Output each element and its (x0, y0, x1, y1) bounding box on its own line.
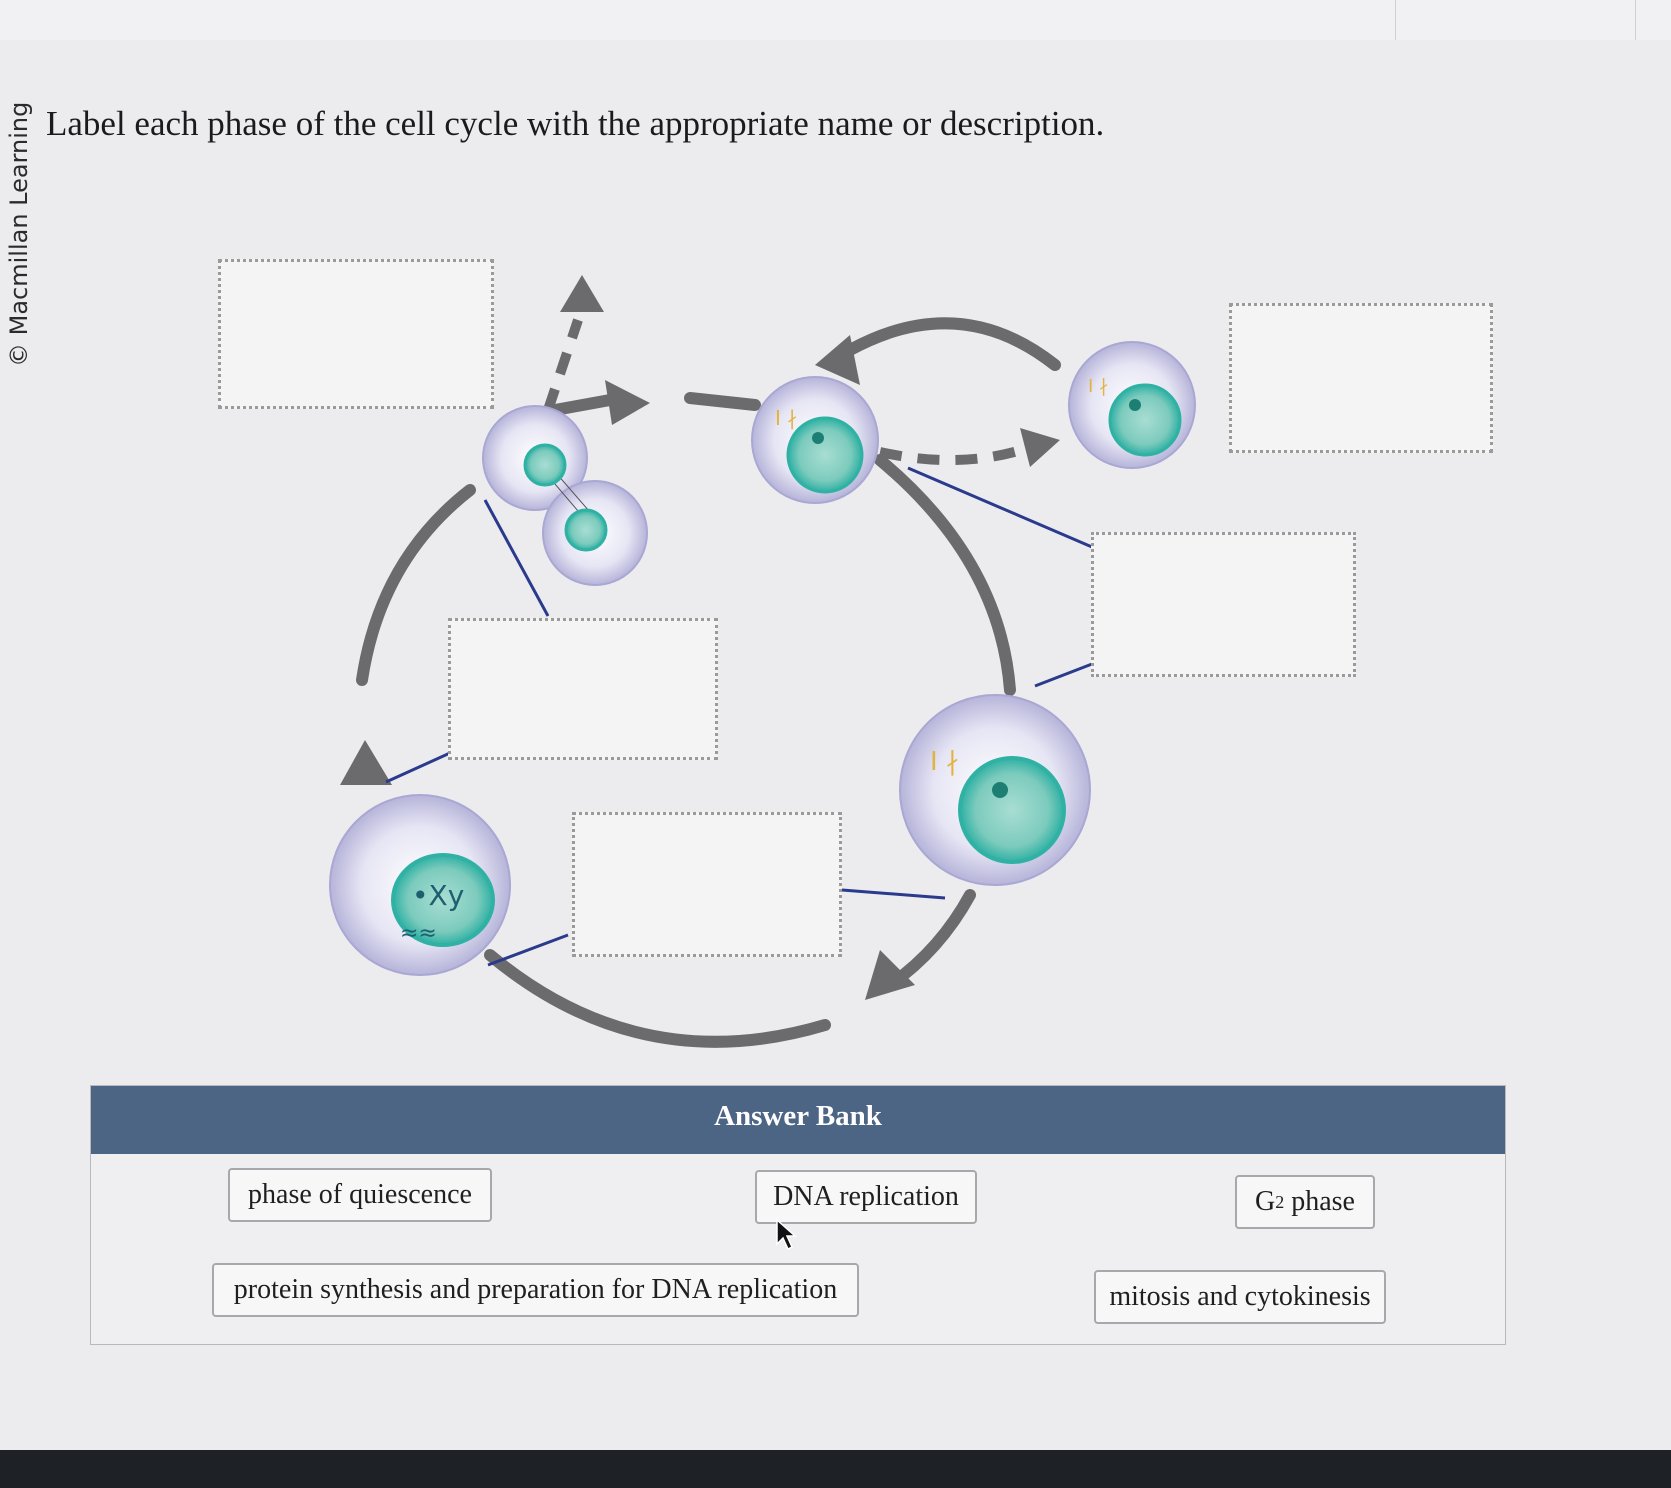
answer-bank-title: Answer Bank (714, 1100, 882, 1132)
leader-line (907, 466, 1093, 549)
drop-zone-top-left[interactable] (218, 259, 494, 409)
cell-g1-large: I ∤ (899, 694, 1091, 886)
cycle-arc-right (874, 454, 1016, 696)
cycle-arc-lower-right (884, 889, 976, 991)
drop-zone-top-right[interactable] (1229, 303, 1493, 453)
leader-line (385, 751, 451, 784)
top-strip-cell (1395, 0, 1636, 40)
drop-zone-right-middle[interactable] (1091, 532, 1356, 677)
chip-label: mitosis and cytokinesis (1109, 1281, 1371, 1312)
arrowhead-up-left (340, 740, 392, 785)
cycle-arc-left (356, 484, 476, 686)
chip-label: protein synthesis and preparation for DN… (233, 1274, 838, 1305)
svg-text:≈≈: ≈≈ (400, 921, 437, 946)
cell-g2-top: I ∤ (751, 376, 879, 504)
answer-chip-phase-of-quiescence[interactable]: phase of quiescence (228, 1168, 492, 1222)
arrowhead-right-dashed (1020, 428, 1060, 467)
cycle-arc-bottom (484, 949, 831, 1048)
cycle-arc-exit (549, 394, 616, 416)
drop-zone-center[interactable] (448, 618, 718, 760)
chip-label: DNA replication (773, 1181, 959, 1212)
cell-g0: I ∤ (1068, 341, 1196, 469)
leader-line (841, 888, 946, 900)
mouse-cursor-icon (776, 1218, 797, 1251)
svg-text:I ∤: I ∤ (930, 747, 959, 777)
leader-line (483, 499, 550, 617)
leader-line (487, 933, 569, 967)
answer-chip-protein-synthesis[interactable]: protein synthesis and preparation for DN… (212, 1263, 859, 1317)
arrowhead-down-left (865, 950, 915, 1000)
question-instruction: Label each phase of the cell cycle with … (46, 104, 1105, 143)
chip-suffix: phase (1284, 1186, 1355, 1217)
chip-label: phase of quiescence (248, 1179, 472, 1210)
arrowhead-g0 (815, 335, 860, 385)
dashed-arrow-up (543, 318, 583, 412)
arrowhead-up (560, 275, 604, 312)
leader-line (1034, 662, 1093, 688)
answer-chip-mitosis-cytokinesis[interactable]: mitosis and cytokinesis (1094, 1270, 1386, 1324)
dashed-arrows (543, 318, 1030, 466)
chip-label: G (1255, 1186, 1276, 1217)
arrowheads (340, 275, 1060, 1000)
top-strip-cell (1635, 0, 1671, 40)
cycle-arc-top (684, 392, 761, 411)
svg-text:I ∤: I ∤ (775, 406, 797, 430)
cell-telophase (482, 405, 648, 586)
arrowhead-exit (605, 380, 650, 425)
screen-bezel-bottom (0, 1450, 1671, 1488)
dashed-arrow-g0 (878, 443, 1030, 466)
leader-lines (385, 466, 1093, 967)
drop-zone-bottom-center[interactable] (572, 812, 842, 957)
answer-bank-header: Answer Bank (91, 1086, 1505, 1154)
cycle-arc-g0 (844, 317, 1061, 371)
svg-text:•Xy: •Xy (412, 879, 464, 912)
answer-chip-dna-replication[interactable]: DNA replication (755, 1170, 977, 1224)
cell-prophase: •Xy ≈≈ (329, 794, 511, 976)
chip-subscript: 2 (1275, 1191, 1285, 1212)
svg-text:I ∤: I ∤ (1088, 376, 1108, 397)
